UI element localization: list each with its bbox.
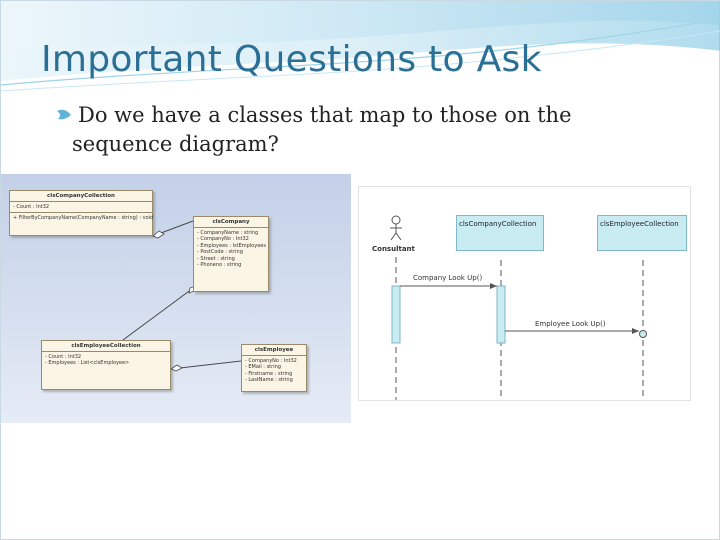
actor-icon [390,215,402,241]
class-attribute: - Phoneno : string [197,262,242,269]
class-name: clsEmployee [242,345,306,356]
class-attribute: - Employees : List<clsEmployee> [45,360,130,367]
class-attribute: - Count : Int32 [45,354,82,360]
class-attribute: - CompanyName : string [197,230,259,236]
class-operation: + FilterByCompanyName(CompanyName : stri… [13,215,154,222]
sequence-diagram-image: Consultant clsCompanyCollection clsEmplo… [358,186,691,401]
class-box-employee-collection: clsEmployeeCollection - Count : Int32 - … [41,340,171,390]
class-attribute: - Count : Int32 [13,204,50,210]
class-name: clsEmployeeCollection [42,341,170,352]
class-box-company: clsCompany - CompanyName : string - Comp… [193,216,269,292]
message-label: Company Look Up() [413,274,483,282]
lifeline-employee-collection: clsEmployeeCollection [597,215,687,251]
sequence-diagram-lines [390,215,647,400]
class-attribute: - Firstname : string [245,370,293,377]
lifeline-company-collection: clsCompanyCollection [456,215,544,251]
class-diagram-image: clsCompanyCollection - Count : Int32 + F… [1,174,351,423]
actor-label: Consultant [372,245,415,253]
bullet-text-line2: sequence diagram? [72,132,279,156]
message-label: Employee Look Up() [535,320,606,328]
slide-title: Important Questions to Ask [41,39,542,80]
class-attributes: - Count : Int32 - Employees : List<clsEm… [42,352,170,369]
header-banner-decoration [1,1,720,91]
class-attribute: - LastName : string [245,377,293,384]
class-attributes: - Count : Int32 [10,202,152,212]
class-attributes: - CompanyNo : Int32 - EMail : string - F… [242,356,306,386]
class-attributes: - CompanyName : string - CompanyNo : Int… [194,228,268,270]
class-name: clsCompanyCollection [10,191,152,202]
class-box-employee: clsEmployee - CompanyNo : Int32 - EMail … [241,344,307,392]
bullet-arrow-icon [57,109,71,120]
class-attribute: - PostCode : string [197,249,243,256]
class-operations: + FilterByCompanyName(CompanyName : stri… [10,212,154,223]
bullet-text-line1: Do we have a classes that map to those o… [78,103,572,127]
class-attribute: - CompanyNo : Int32 [197,236,249,243]
bullet-point: Do we have a classes that map to those o… [56,101,696,159]
class-attribute: - Street : string [197,255,235,262]
class-attribute: - CompanyNo : Int32 [245,358,297,364]
class-attribute: - Employees : lstEmployees [197,242,266,249]
class-diagram-connectors [122,220,242,372]
class-name: clsCompany [194,217,268,228]
class-attribute: - EMail : string [245,364,281,371]
class-box-company-collection: clsCompanyCollection - Count : Int32 + F… [9,190,153,236]
